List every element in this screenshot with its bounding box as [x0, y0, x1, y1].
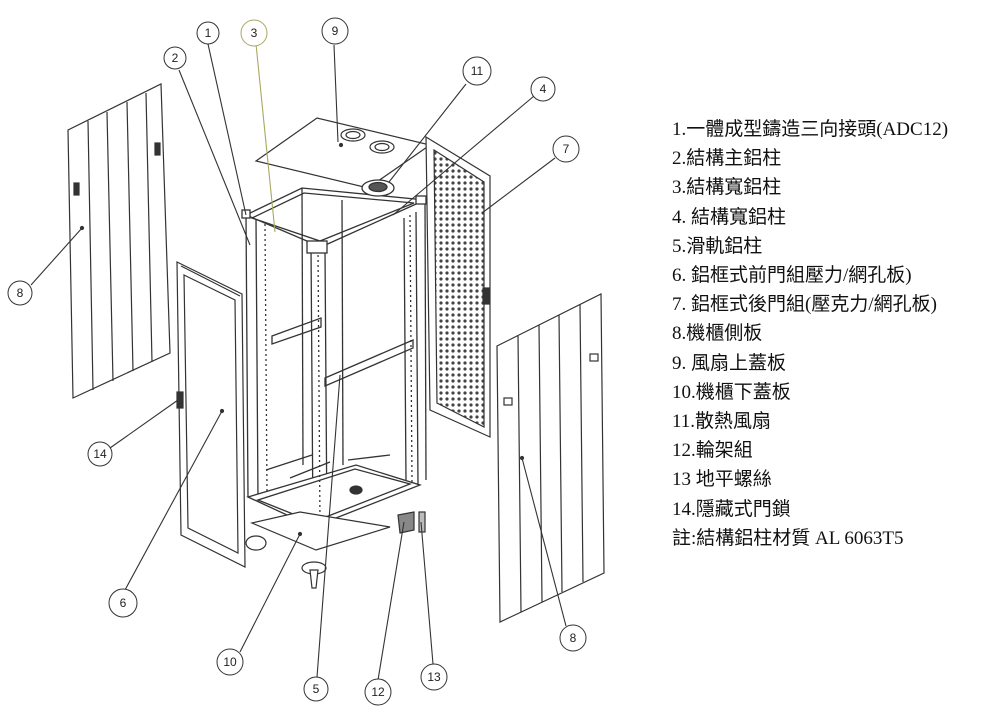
callout-3: 3	[240, 19, 268, 47]
svg-text:5: 5	[313, 682, 320, 696]
legend-item-14: 14.隱藏式門鎖	[672, 498, 791, 520]
legend-note-material: 註:結構鋁柱材質 AL 6063T5	[672, 527, 904, 549]
callout-6: 6	[108, 588, 138, 618]
svg-text:10: 10	[223, 655, 237, 669]
side-panel-left	[67, 83, 171, 399]
side-panel-right	[496, 293, 605, 623]
svg-text:6: 6	[120, 596, 127, 610]
legend-item-11: 11.散熱風扇	[672, 411, 772, 433]
legend-item-9: 9. 風扇上蓋板	[672, 352, 787, 374]
callout-2: 2	[163, 46, 187, 70]
callout-8-left: 8	[7, 280, 33, 306]
svg-text:4: 4	[540, 82, 547, 96]
front-door	[176, 261, 246, 568]
callouts: 1 2 3 9 11 4 7 8	[7, 17, 587, 706]
legend-item-8: 8.機櫃側板	[672, 323, 763, 345]
legend-item-12: 12.輪架組	[672, 440, 753, 462]
callout-9: 9	[321, 17, 349, 45]
legend-item-1: 1.一體成型鑄造三向接頭(ADC12)	[672, 119, 949, 140]
legend-item-3: 3.結構寬鋁柱	[672, 177, 782, 199]
callout-5: 5	[303, 676, 329, 702]
legend-item-2: 2.結構主鋁柱	[672, 148, 782, 170]
svg-text:9: 9	[332, 24, 339, 38]
svg-text:12: 12	[371, 685, 385, 699]
leader-lines	[30, 43, 567, 681]
svg-text:14: 14	[93, 447, 107, 461]
callout-13: 13	[420, 663, 448, 691]
callout-14: 14	[87, 441, 113, 467]
svg-text:7: 7	[563, 142, 570, 156]
svg-text:8: 8	[570, 631, 577, 645]
cabinet-frame	[241, 179, 428, 533]
callout-1: 1	[196, 21, 220, 45]
svg-text:8: 8	[17, 286, 24, 300]
legend-item-7: 7. 鋁框式後門組(壓克力/網孔板)	[672, 294, 937, 316]
casters	[245, 485, 426, 589]
svg-text:2: 2	[172, 51, 179, 65]
legend-item-6: 6. 鋁框式前門組壓力/網孔板)	[672, 265, 912, 287]
rear-door	[425, 135, 491, 438]
callout-10: 10	[216, 648, 244, 676]
fan-top-cover	[254, 117, 432, 189]
callout-11: 11	[462, 56, 492, 86]
svg-text:13: 13	[427, 670, 441, 684]
svg-text:1: 1	[205, 26, 212, 40]
legend-item-10: 10.機櫃下蓋板	[672, 381, 791, 403]
svg-text:3: 3	[251, 26, 258, 40]
bottom-cover	[250, 511, 391, 551]
svg-text:11: 11	[471, 64, 484, 78]
callout-4: 4	[530, 76, 556, 102]
legend-item-5: 5.滑軌鋁柱	[672, 235, 763, 257]
parts-legend: 1.一體成型鑄造三向接頭(ADC12) 2.結構主鋁柱 3.結構寬鋁柱 4. 結…	[672, 115, 948, 553]
legend-item-4: 4. 結構寬鋁柱	[672, 206, 787, 228]
callout-8-right: 8	[559, 624, 587, 652]
legend-item-13: 13 地平螺絲	[672, 469, 772, 491]
callout-7: 7	[552, 135, 580, 163]
callout-12: 12	[364, 678, 392, 706]
